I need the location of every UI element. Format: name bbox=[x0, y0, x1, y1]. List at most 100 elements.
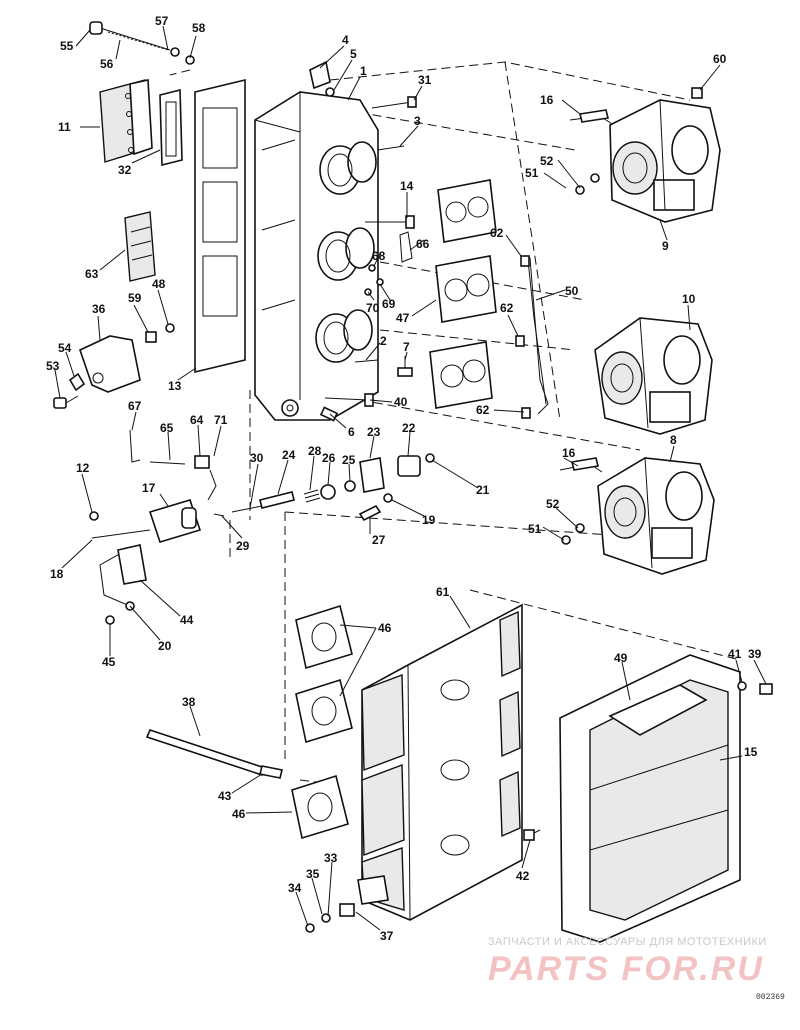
callout-label: 21 bbox=[476, 483, 490, 497]
callout-label: 44 bbox=[180, 613, 194, 627]
callout-label: 28 bbox=[308, 444, 322, 458]
manifold-ports bbox=[315, 141, 377, 363]
bypass-cover-11 bbox=[99, 79, 153, 163]
callout-label: 71 bbox=[214, 413, 228, 427]
callout-label: 49 bbox=[614, 651, 628, 665]
fitting-62-bottom bbox=[521, 407, 531, 419]
bracket-4 bbox=[309, 60, 331, 90]
screw-12 bbox=[89, 511, 99, 521]
callout-label: 35 bbox=[306, 867, 320, 881]
tube-65 bbox=[149, 461, 186, 465]
long-screw-56 bbox=[89, 21, 195, 65]
screw-42 bbox=[523, 829, 541, 841]
carburetor-10 bbox=[594, 317, 713, 435]
watermark-tagline: ЗАПЧАСТИ И АКСЕССУАРЫ ДЛЯ МОТОТЕХНИКИ bbox=[488, 936, 767, 948]
callout-label: 42 bbox=[516, 869, 530, 883]
callout-label: 1 bbox=[360, 64, 367, 78]
callout-label: 27 bbox=[372, 533, 386, 547]
wire-18 bbox=[91, 529, 151, 539]
pin-29 bbox=[213, 513, 225, 517]
sleeve-24 bbox=[259, 491, 295, 509]
callout-label: 68 bbox=[372, 249, 386, 263]
callout-label: 22 bbox=[402, 421, 416, 435]
callout-label: 47 bbox=[396, 311, 410, 325]
bolt-31 bbox=[371, 96, 417, 109]
diagram-code: 002369 bbox=[756, 993, 785, 1002]
callout-label: 8 bbox=[670, 433, 677, 447]
callout-label: 30 bbox=[250, 451, 264, 465]
fitting-67 bbox=[129, 429, 141, 463]
callout-label: 36 bbox=[92, 302, 106, 316]
callout-label: 62 bbox=[490, 226, 504, 240]
intake-gasket-13 bbox=[194, 78, 246, 374]
callout-label: 39 bbox=[748, 647, 762, 661]
nut-60 bbox=[691, 87, 703, 99]
clamp-44 bbox=[117, 544, 147, 585]
intake-manifold-1 bbox=[254, 91, 379, 421]
watermark-logo: PARTS FOR.RU bbox=[488, 950, 764, 988]
callout-label: 6 bbox=[348, 425, 355, 439]
cover-gasket-32 bbox=[159, 88, 183, 167]
screws-51-52 bbox=[561, 173, 600, 545]
callout-label: 13 bbox=[168, 379, 182, 393]
screw-5 bbox=[325, 87, 335, 97]
callout-label: 16 bbox=[540, 93, 554, 107]
callout-label: 40 bbox=[394, 395, 408, 409]
solenoid-17 bbox=[148, 499, 202, 543]
callout-label: 34 bbox=[288, 881, 302, 895]
callout-label: 38 bbox=[182, 695, 196, 709]
lever-16-top bbox=[569, 109, 613, 125]
washer-54 bbox=[68, 372, 86, 392]
callout-label: 51 bbox=[525, 166, 539, 180]
carb-gaskets-47 bbox=[429, 179, 497, 409]
callout-label: 53 bbox=[46, 359, 60, 373]
callout-label: 54 bbox=[58, 341, 72, 355]
fitting-62-top bbox=[520, 255, 530, 267]
callout-label: 41 bbox=[728, 647, 742, 661]
pin-27 bbox=[358, 504, 382, 522]
bypass-block-63 bbox=[124, 211, 156, 282]
fitting-66 bbox=[399, 231, 413, 263]
nut-48 bbox=[165, 323, 175, 333]
screw-45 bbox=[105, 615, 115, 625]
callout-label: 4 bbox=[342, 33, 349, 47]
carburetor-8 bbox=[597, 457, 715, 575]
bracket-36 bbox=[79, 335, 141, 393]
callout-label: 10 bbox=[682, 292, 696, 306]
callout-label: 61 bbox=[436, 585, 450, 599]
gaskets-46 bbox=[291, 604, 353, 840]
callout-label: 43 bbox=[218, 789, 232, 803]
screw-2 bbox=[354, 359, 379, 363]
stud-3 bbox=[377, 145, 405, 151]
callout-label: 58 bbox=[192, 21, 206, 35]
callout-label: 56 bbox=[100, 57, 114, 71]
callout-label: 64 bbox=[190, 413, 204, 427]
fitting-43 bbox=[259, 765, 283, 779]
callout-label: 48 bbox=[152, 277, 166, 291]
washer-25 bbox=[344, 480, 356, 492]
callout-label: 29 bbox=[236, 539, 250, 553]
washer-19 bbox=[383, 493, 393, 503]
callout-label: 66 bbox=[416, 237, 430, 251]
bolt-14 bbox=[365, 215, 415, 229]
fuel-line-50 bbox=[523, 257, 549, 415]
callout-label: 63 bbox=[85, 267, 99, 281]
adapter-61 bbox=[361, 603, 523, 921]
carburetor-9 bbox=[609, 99, 721, 223]
callout-label: 16 bbox=[562, 446, 576, 460]
callout-label: 67 bbox=[128, 399, 142, 413]
callout-label: 26 bbox=[322, 451, 336, 465]
callout-label: 17 bbox=[142, 481, 156, 495]
callout-label: 25 bbox=[342, 453, 356, 467]
callout-numbers: 55 57 58 56 4 5 1 31 60 11 16 3 32 52 51… bbox=[46, 14, 762, 943]
callout-label: 23 bbox=[367, 425, 381, 439]
callout-label: 69 bbox=[382, 297, 396, 311]
callout-label: 2 bbox=[380, 334, 387, 348]
callout-label: 52 bbox=[546, 497, 560, 511]
callout-label: 37 bbox=[380, 929, 394, 943]
callout-label: 46 bbox=[378, 621, 392, 635]
callout-label: 15 bbox=[744, 745, 758, 759]
callout-label: 31 bbox=[418, 73, 432, 87]
callout-label: 45 bbox=[102, 655, 116, 669]
